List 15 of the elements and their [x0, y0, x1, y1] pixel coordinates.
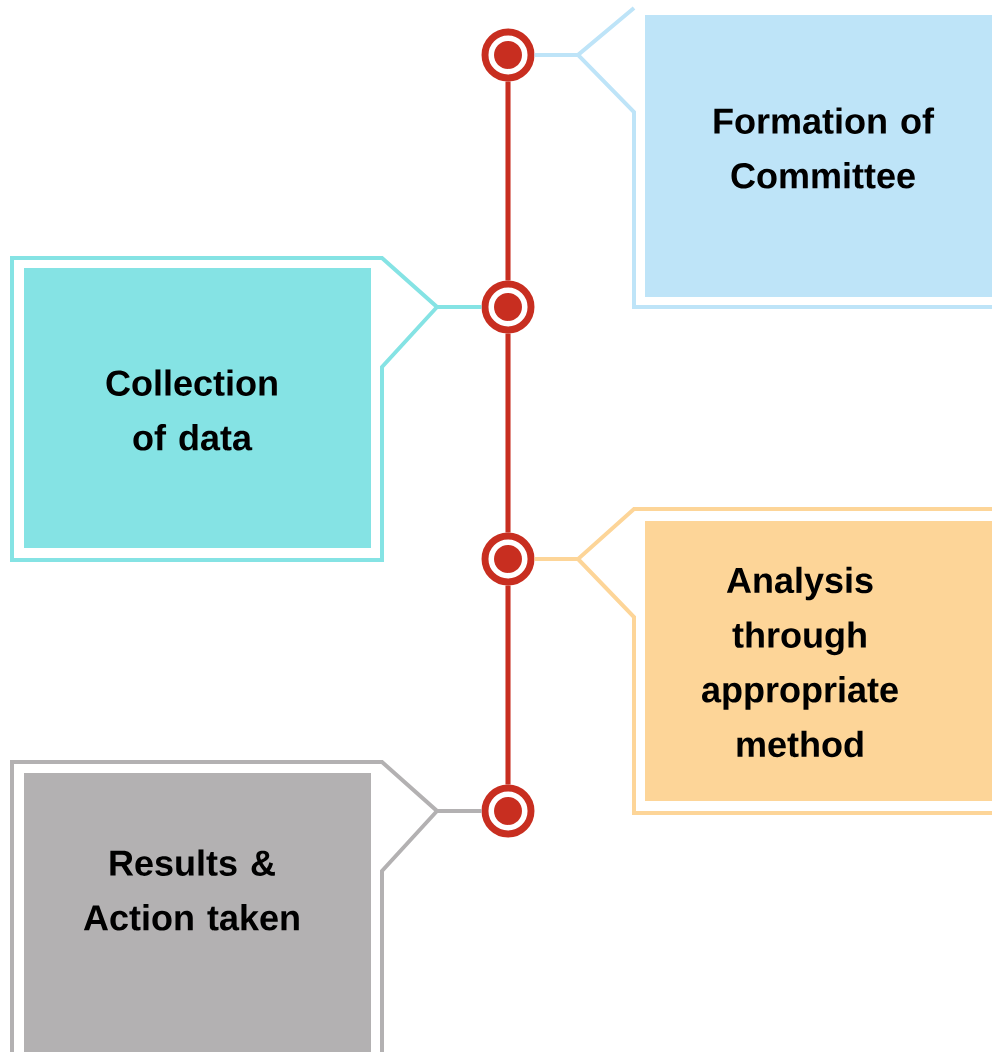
timeline-marker [481, 28, 535, 82]
callout-box: Collection of data [10, 256, 440, 562]
timeline-line [505, 81, 511, 281]
connector-line [534, 557, 578, 561]
timeline-line [505, 333, 511, 533]
timeline-line [505, 585, 511, 785]
connector-line [534, 53, 578, 57]
timeline-marker [481, 280, 535, 334]
connector-line [437, 305, 482, 309]
callout-box: Formation of Committee [575, 6, 992, 309]
callout-box: Results & Action taken [10, 760, 440, 1052]
connector-line [437, 809, 482, 813]
timeline-marker [481, 784, 535, 838]
callout-box: Analysis through appropriate method [575, 507, 992, 815]
timeline-marker [481, 532, 535, 586]
